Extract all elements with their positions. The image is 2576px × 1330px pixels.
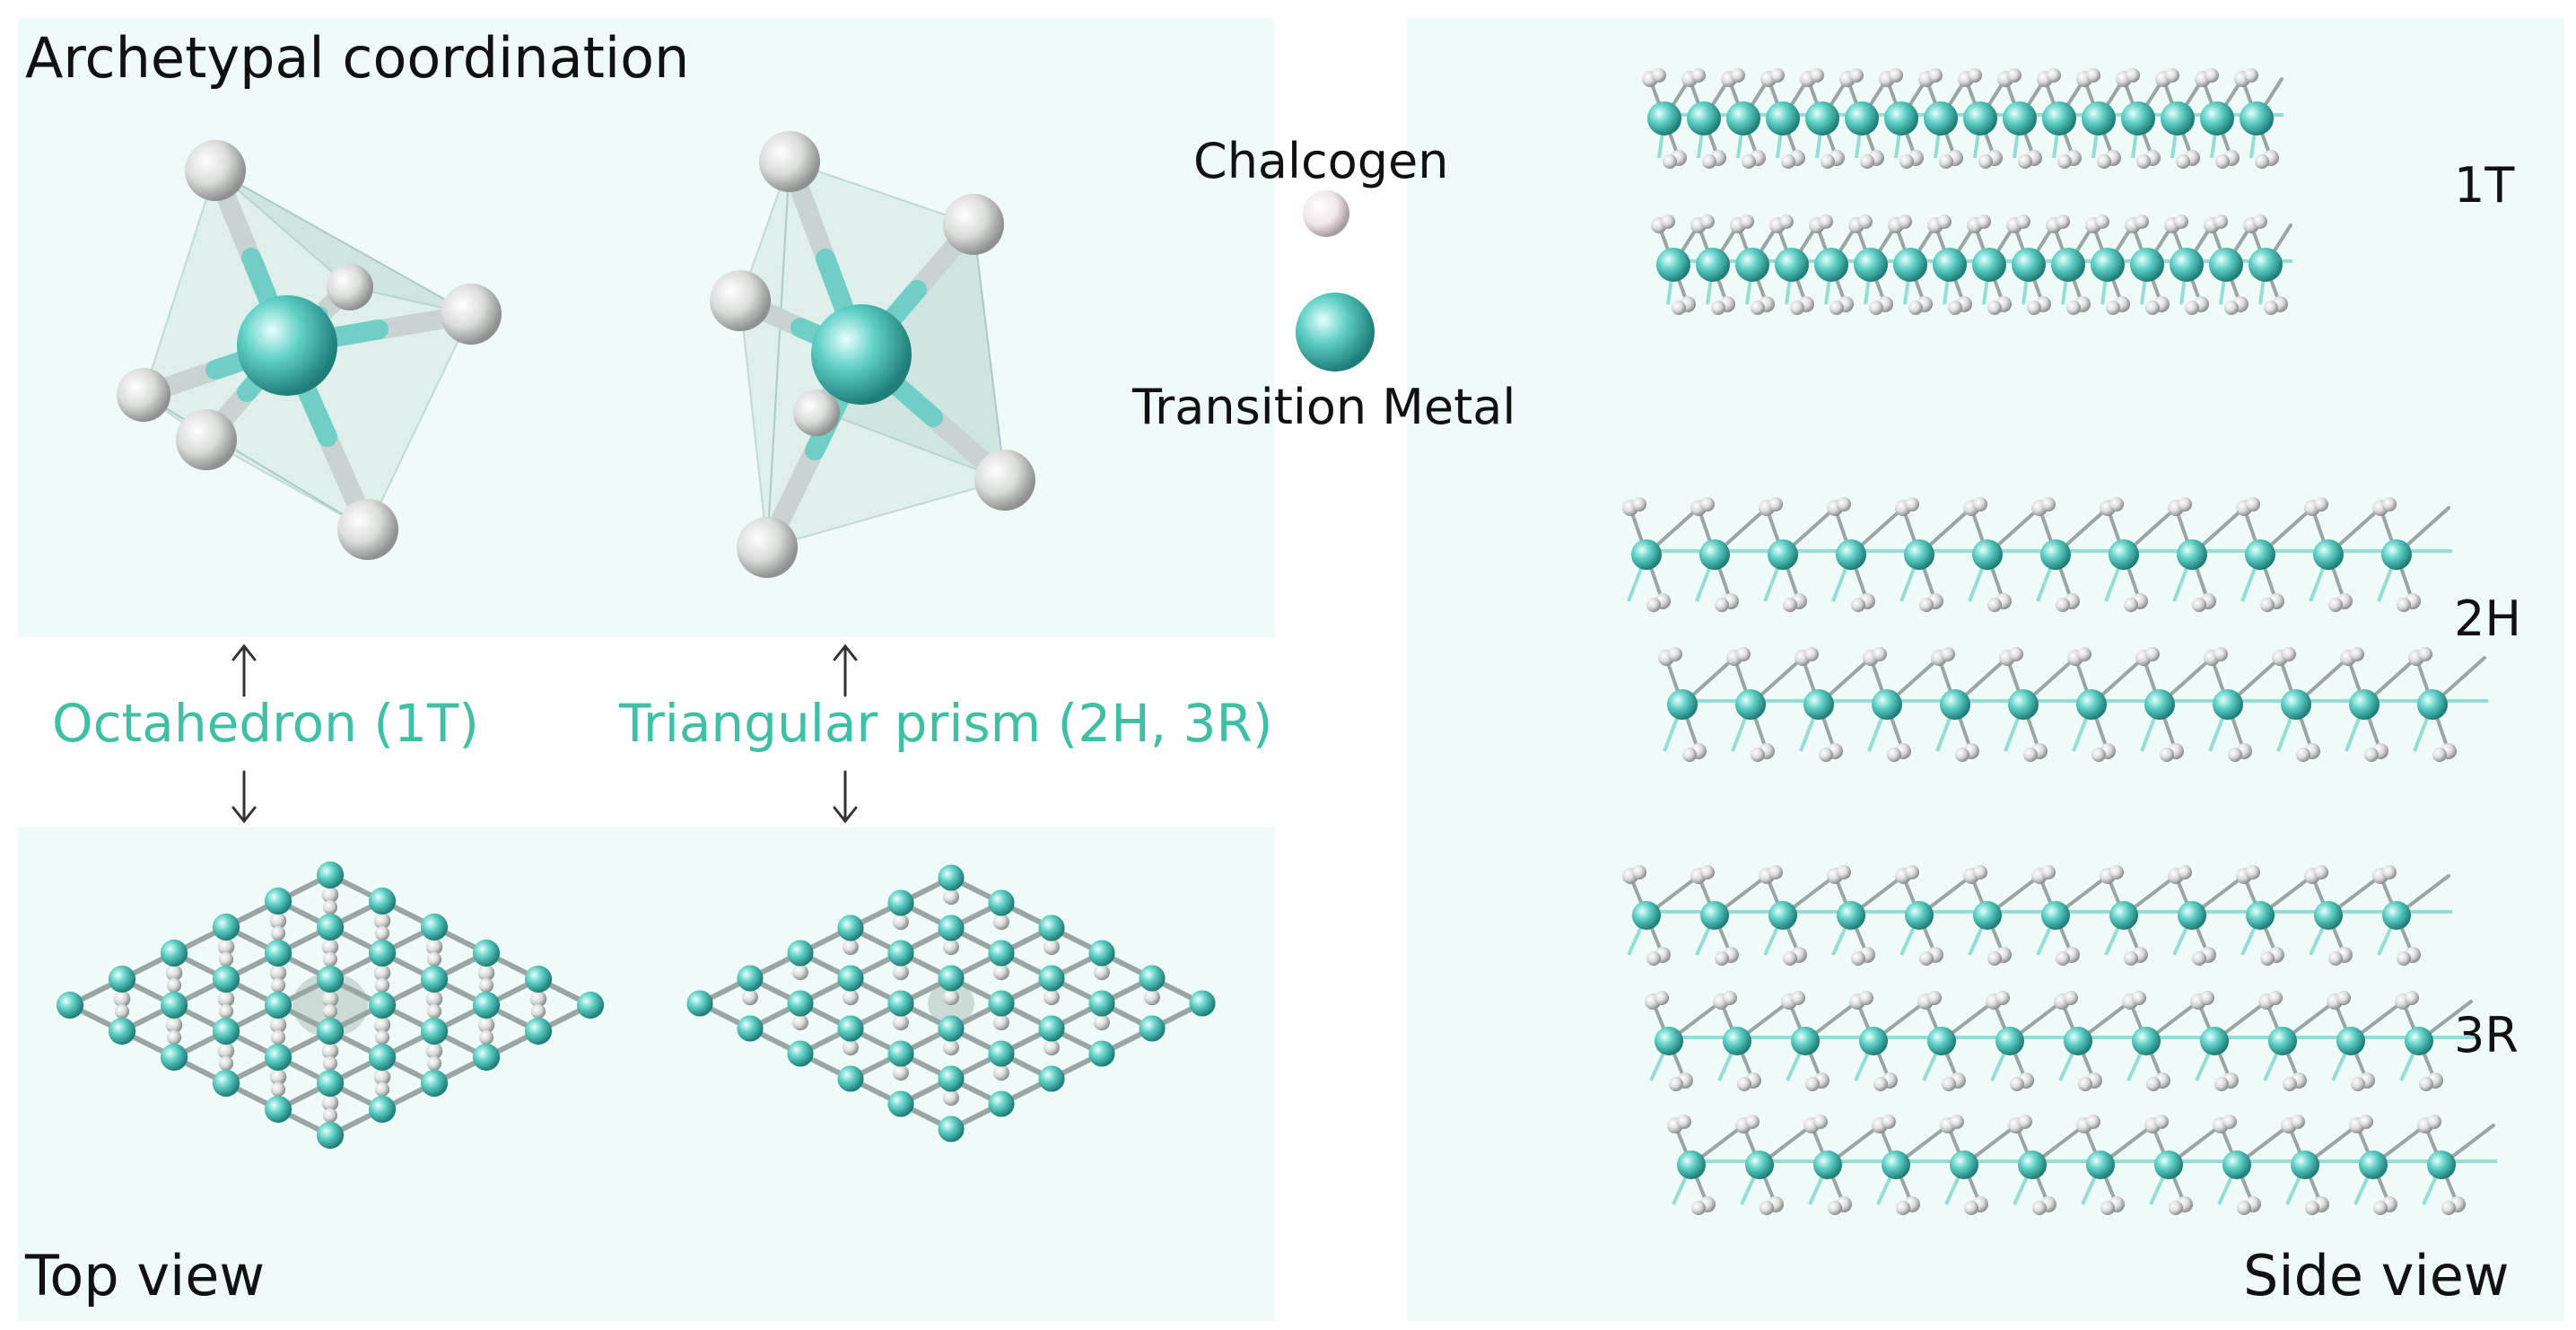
phase-label-1t: 1T [2454, 157, 2515, 214]
transition-metal-legend-atom [1296, 293, 1375, 372]
archetypal-coordination-title: Archetypal coordination [25, 25, 690, 91]
chalcogen-legend-atom [1303, 190, 1349, 237]
phase-label-2h: 2H [2454, 591, 2521, 647]
layer-2h-top [1622, 497, 2452, 612]
layer-3r-bottom [1667, 1115, 2497, 1215]
top-view-title: Top view [25, 1243, 266, 1308]
side-view-panel [1407, 18, 2564, 1321]
layer-3r-top [1622, 865, 2452, 966]
layer-3r-middle [1645, 991, 2475, 1091]
triangular-prism-label: Triangular prism (2H, 3R) [619, 693, 1273, 754]
phase-label-3r: 3R [2454, 1007, 2519, 1063]
octahedron-label: Octahedron (1T) [52, 693, 479, 754]
transition-metal-legend-label: Transition Metal [1132, 379, 1516, 435]
layer-2h-bottom [1658, 647, 2488, 762]
layer-1t-top [1642, 68, 2283, 169]
coordination-panel [18, 18, 1274, 637]
layer-1t-bottom [1651, 214, 2292, 315]
side-view-title: Side view [2243, 1243, 2510, 1308]
chalcogen-legend-label: Chalcogen [1193, 133, 1449, 189]
